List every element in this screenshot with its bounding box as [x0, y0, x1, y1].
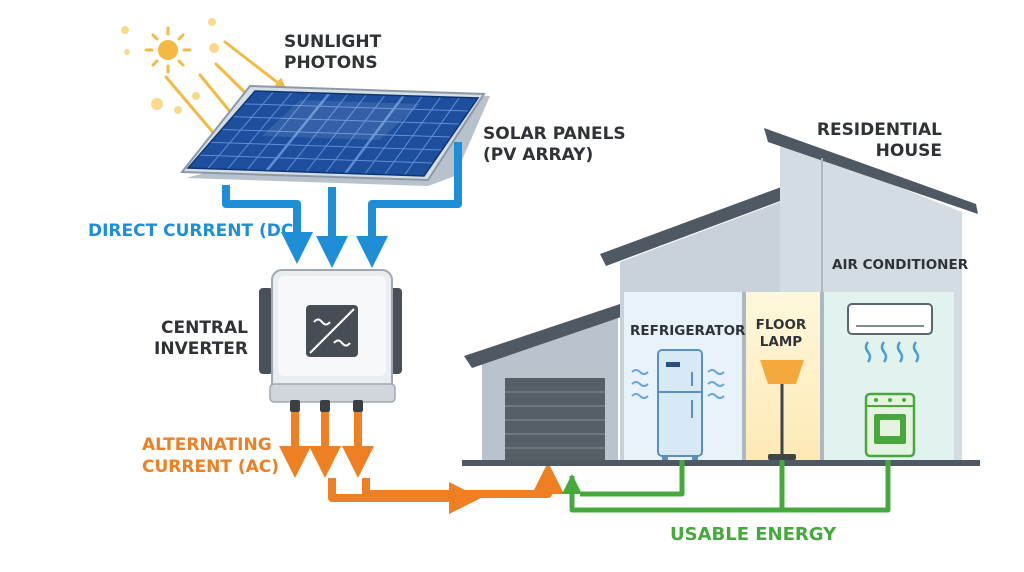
dc-current-arrows [222, 142, 462, 268]
sun-icon [144, 26, 192, 74]
house-label-line2: HOUSE [875, 141, 942, 161]
solar-panels-label-line2: (PV ARRAY) [483, 145, 594, 165]
refrigerator-icon [657, 349, 703, 460]
floor-lamp-icon [760, 360, 804, 460]
sunlight-label-line2: PHOTONS [284, 53, 378, 73]
inverter-box [259, 269, 402, 412]
dc-label: DIRECT CURRENT (DC) [88, 221, 302, 241]
floor-lamp-label-line2: LAMP [759, 334, 803, 350]
usable-energy-label: USABLE ENERGY [670, 524, 837, 545]
usable-energy-lines [562, 460, 891, 513]
air-conditioner-icon [847, 303, 933, 335]
floor-lamp-label: FLOOR LAMP [752, 317, 810, 351]
inverter-label-line1: CENTRAL [161, 318, 248, 338]
stove-icon [864, 392, 916, 458]
house-label-line1: RESIDENTIAL [816, 120, 942, 140]
solar-panel-array [179, 84, 490, 186]
sunlight-label: SUNLIGHT PHOTONS [284, 32, 381, 74]
solar-panels-label-line1: SOLAR PANELS [483, 124, 626, 144]
ac-current-arrows [279, 412, 564, 514]
solar-panels-label: SOLAR PANELS (PV ARRAY) [483, 124, 626, 166]
sunlight-label-line1: SUNLIGHT [284, 32, 382, 52]
inverter-label-line2: INVERTER [154, 339, 248, 359]
cold-air-waves [631, 369, 725, 399]
airflow-waves [864, 341, 920, 363]
ac-label-line1: ALTERNATING [142, 435, 272, 455]
refrigerator-label: REFRIGERATOR [630, 323, 746, 339]
house-label: RESIDENTIAL HOUSE [812, 120, 942, 162]
inverter-label: CENTRAL INVERTER [144, 318, 248, 360]
air-conditioner-label: AIR CONDITIONER [832, 257, 969, 273]
ac-label-line2: CURRENT (AC) [142, 457, 279, 477]
ac-label: ALTERNATING CURRENT (AC) [142, 434, 279, 478]
floor-lamp-label-line1: FLOOR [755, 317, 807, 333]
